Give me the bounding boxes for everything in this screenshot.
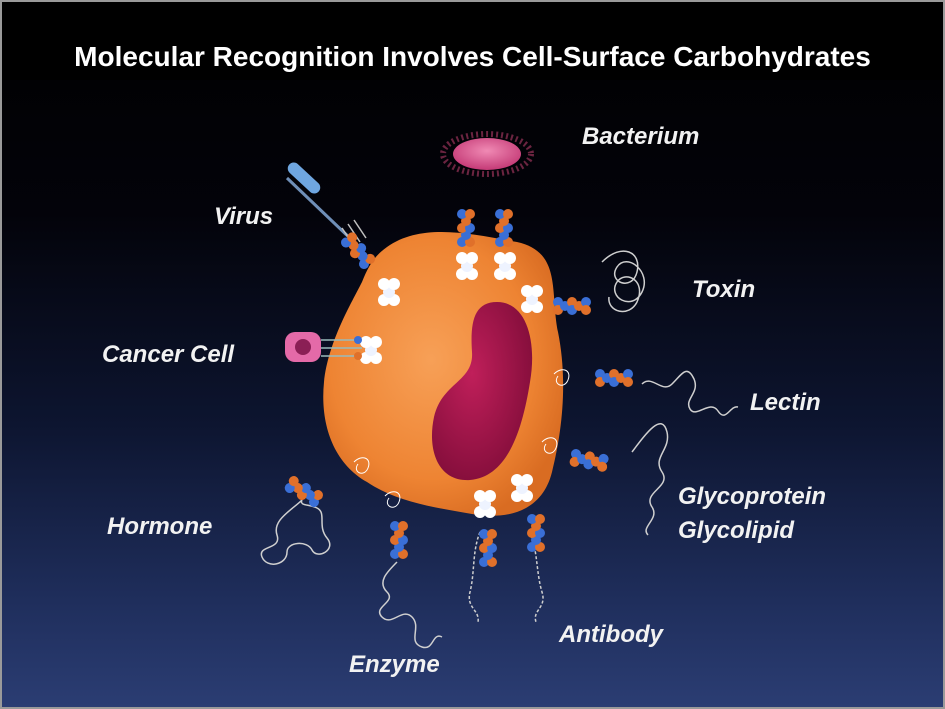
lectin bbox=[553, 369, 739, 416]
hormone bbox=[260, 457, 370, 565]
page-title: Molecular Recognition Involves Cell-Surf… bbox=[74, 41, 871, 72]
cancer-cell bbox=[285, 332, 362, 362]
enzyme bbox=[379, 491, 443, 649]
cancer-cell-glycans bbox=[354, 336, 382, 364]
glycoprotein-glycans bbox=[568, 448, 610, 473]
label-virus: Virus bbox=[214, 203, 273, 230]
label-bacterium: Bacterium bbox=[582, 123, 699, 150]
label-glycolipid: Glycolipid bbox=[678, 517, 795, 544]
label-cancer-cell: Cancer Cell bbox=[102, 341, 235, 368]
label-toxin: Toxin bbox=[692, 276, 755, 303]
label-enzyme: Enzyme bbox=[349, 651, 440, 678]
enzyme-glycans bbox=[390, 521, 408, 559]
bacterium bbox=[440, 131, 534, 177]
toxin bbox=[601, 250, 645, 313]
toxin-glycans bbox=[521, 285, 591, 315]
label-antibody: Antibody bbox=[558, 621, 665, 648]
lectin-glycans bbox=[595, 369, 633, 387]
cell-nucleus bbox=[431, 302, 533, 481]
label-hormone: Hormone bbox=[107, 513, 212, 540]
label-lectin: Lectin bbox=[750, 389, 821, 416]
label-glycoprotein: Glycoprotein bbox=[678, 483, 826, 510]
antibody bbox=[468, 531, 544, 623]
title-bar: Molecular Recognition Involves Cell-Surf… bbox=[2, 2, 943, 80]
glycoprotein-glycolipid bbox=[541, 423, 669, 536]
